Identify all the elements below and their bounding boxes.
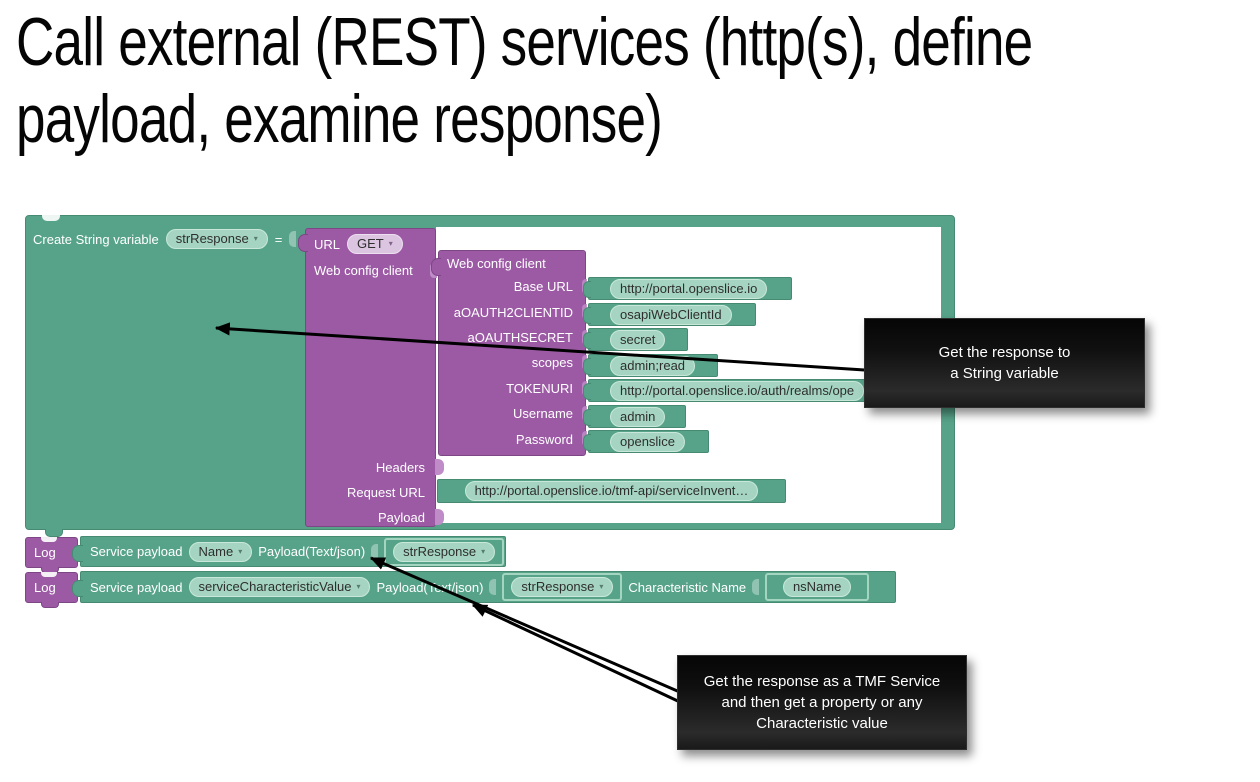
oauthsecret-field[interactable]: secret (610, 329, 666, 350)
variable-holder-2[interactable]: strResponse ▾ (502, 573, 623, 601)
tokenuri-field[interactable]: http://portal.openslice.io/auth/realms/o… (610, 380, 865, 401)
payload-json-label: Payload(Text/json) (376, 579, 484, 595)
payload-json-label: Payload(Text/json) (258, 544, 366, 559)
scopes-field[interactable]: admin;read (610, 355, 696, 376)
log-block-2[interactable]: Log (25, 572, 78, 608)
username-field[interactable]: admin (610, 406, 666, 427)
service-payload-block-1[interactable]: Service payload Name ▾ Payload(Text/json… (72, 536, 506, 567)
base-url-field[interactable]: http://portal.openslice.io (610, 278, 768, 299)
create-variable-header: Create String variable strResponse ▾ = (33, 229, 297, 249)
request-url-field[interactable]: http://portal.openslice.io/tmf-api/servi… (464, 481, 759, 501)
value-block-tokenuri[interactable]: http://portal.openslice.io/auth/realms/o… (583, 379, 888, 402)
field-label-scopes: scopes (439, 350, 587, 375)
payload-field-dropdown-2[interactable]: serviceCharacteristicValue ▾ (188, 577, 371, 597)
headers-label: Headers (375, 460, 425, 475)
characteristic-value-holder[interactable]: nsName (765, 573, 870, 601)
value-block-password[interactable]: openslice (583, 430, 709, 453)
log-2-top-notch (41, 572, 57, 577)
field-label-oauth2clientid: aOAUTH2CLIENTID (439, 299, 587, 324)
field-label-base-url: Base URL (439, 274, 587, 299)
payload-socket (489, 579, 497, 595)
bottom-connector-tab (45, 529, 63, 537)
characteristic-socket (752, 579, 760, 595)
value-block-username[interactable]: admin (583, 405, 686, 428)
log-block-2-label: Log (34, 580, 56, 595)
variable-dropdown[interactable]: strResponse ▾ (165, 229, 268, 249)
value-block-oauth2clientid[interactable]: osapiWebClientId (583, 303, 756, 326)
service-payload-label: Service payload (90, 579, 183, 595)
url-label: URL (314, 236, 341, 252)
callout-2-line1: Get the response as a TMF Service (703, 673, 941, 690)
chevron-down-icon: ▾ (599, 582, 604, 591)
callout-string-variable: Get the response to a String variable (864, 318, 1145, 408)
chevron-down-icon: ▾ (481, 546, 486, 556)
chevron-down-icon: ▾ (388, 239, 393, 248)
url-block[interactable]: URL GET ▾ Web config client Headers Requ… (298, 228, 444, 527)
chevron-down-icon: ▾ (238, 546, 243, 556)
service-payload-block-2[interactable]: Service payload serviceCharacteristicVal… (72, 571, 896, 603)
log-block-1[interactable]: Log (25, 537, 78, 573)
variable-holder-1[interactable]: strResponse ▾ (384, 537, 505, 566)
top-connector-notch (42, 215, 60, 221)
url-block-header: URL GET ▾ (306, 229, 435, 254)
callout-tmf-service: Get the response as a TMF Service and th… (677, 655, 967, 750)
payload-label: Payload (378, 510, 425, 525)
value-block-oauthsecret[interactable]: secret (583, 328, 688, 351)
payload-socket (435, 509, 444, 525)
value-socket (289, 231, 297, 247)
password-field[interactable]: openslice (610, 431, 685, 452)
chevron-down-icon: ▾ (253, 234, 258, 243)
callout-2-line2: and then get a property or any (721, 694, 923, 711)
slide-title-line1: Call external (REST) services (http(s), … (16, 4, 1033, 80)
headers-socket (435, 459, 444, 475)
service-payload-label: Service payload (90, 544, 183, 559)
value-block-base-url[interactable]: http://portal.openslice.io (583, 277, 792, 300)
slide-title: Call external (REST) services (http(s), … (16, 4, 1033, 158)
log-block-1-label: Log (34, 545, 56, 560)
payload-socket (371, 543, 379, 560)
http-method-dropdown[interactable]: GET ▾ (347, 234, 403, 254)
request-url-label: Request URL (346, 485, 425, 500)
field-label-password: Password (439, 426, 587, 451)
callout-1-line1: Get the response to (938, 344, 1071, 361)
variable-dropdown-log1-value: strResponse (403, 543, 477, 559)
value-block-request-url[interactable]: http://portal.openslice.io/tmf-api/servi… (437, 479, 786, 503)
variable-dropdown-log1[interactable]: strResponse ▾ (393, 541, 496, 562)
slide-title-line2: payload, examine response) (16, 81, 663, 157)
web-config-client-block[interactable]: Web config client Base URL aOAUTH2CLIENT… (431, 250, 587, 456)
payload-field-dropdown-1[interactable]: Name ▾ (188, 541, 253, 562)
log-1-top-notch (41, 537, 57, 542)
field-label-oauthsecret: aOAUTHSECRET (439, 325, 587, 350)
web-config-client-title: Web config client (447, 256, 546, 271)
variable-dropdown-value: strResponse (175, 231, 249, 246)
field-label-tokenuri: TOKENURI (439, 376, 587, 401)
oauth2clientid-field[interactable]: osapiWebClientId (610, 304, 732, 325)
field-label-username: Username (439, 401, 587, 426)
http-method-value: GET (357, 236, 384, 251)
callout-1-line2: a String variable (950, 365, 1059, 382)
chevron-down-icon: ▾ (356, 582, 361, 591)
payload-field-dropdown-2-value: serviceCharacteristicValue (198, 579, 352, 594)
characteristic-name-label: Characteristic Name (628, 579, 747, 595)
web-config-client-socket-label: Web config client (314, 263, 413, 278)
payload-field-dropdown-1-value: Name (198, 543, 234, 559)
create-variable-label: Create String variable (33, 231, 159, 247)
value-block-scopes[interactable]: admin;read (583, 354, 718, 377)
characteristic-name-field[interactable]: nsName (782, 577, 852, 597)
log-2-bottom-tab (41, 602, 59, 608)
variable-dropdown-log2-value: strResponse (521, 579, 595, 594)
equals-sign: = (274, 231, 283, 247)
variable-dropdown-log2[interactable]: strResponse ▾ (511, 577, 614, 597)
callout-2-line3: Characteristic value (756, 715, 888, 732)
